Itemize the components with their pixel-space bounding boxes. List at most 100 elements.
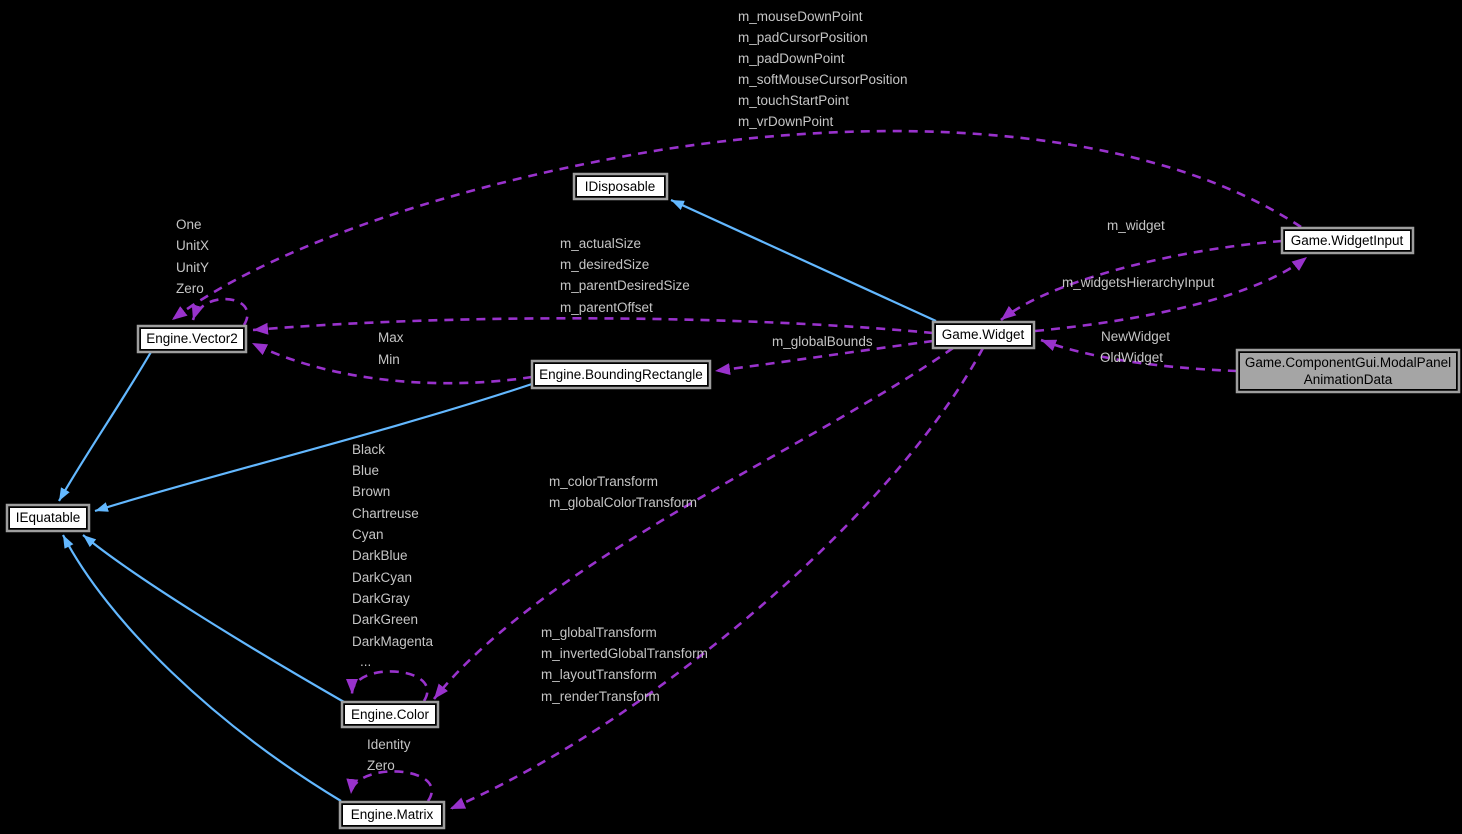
edge-label: m_parentOffset [560, 300, 653, 315]
edge-label: m_mouseDownPoint [738, 9, 863, 24]
node-body [344, 704, 436, 725]
node-engine-boundingrectangle[interactable]: Engine.BoundingRectangle [530, 359, 712, 390]
edge-widgetinput-to-widget [1000, 239, 1283, 322]
node-frame [530, 359, 712, 390]
edge-label: DarkMagenta [352, 634, 434, 649]
node-frame [1280, 226, 1415, 255]
edge-label: m_vrDownPoint [738, 114, 834, 129]
node-frame [931, 320, 1036, 350]
edge-label: m_globalColorTransform [549, 495, 697, 510]
edge-label: m_touchStartPoint [738, 93, 849, 108]
edge-label: m_softMouseCursorPosition [738, 72, 908, 87]
node-label: Game.WidgetInput [1291, 233, 1404, 248]
edge-label: Zero [176, 281, 204, 296]
edge-label: Black [352, 442, 385, 457]
edge-color-to-iequatable [82, 534, 345, 703]
edge-widget-to-vector2 [252, 317, 934, 335]
edge-widget-to-boundingrectangle [714, 339, 934, 376]
edge-label-m-widget: m_widget [1107, 218, 1165, 233]
edge-widget-to-color [432, 346, 954, 700]
node-body [342, 804, 442, 826]
edge-labels-vector2-self: One UnitX UnitY Zero [176, 217, 209, 296]
edge-label: UnitX [176, 238, 209, 253]
edge-label: Brown [352, 484, 390, 499]
edge-labels-widget-to-vector2: m_actualSize m_desiredSize m_parentDesir… [560, 236, 690, 315]
node-label-line2: AnimationData [1304, 372, 1393, 387]
edge-label: m_invertedGlobalTransform [541, 646, 708, 661]
edge-label: DarkBlue [352, 548, 408, 563]
node-engine-matrix[interactable]: Engine.Matrix [338, 800, 446, 830]
edge-label: DarkGray [352, 591, 410, 606]
node-body [9, 507, 87, 529]
node-body [935, 324, 1032, 346]
edge-label: m_parentDesiredSize [560, 278, 690, 293]
node-game-widget[interactable]: Game.Widget [931, 320, 1036, 350]
edge-label: Cyan [352, 527, 384, 542]
node-frame [572, 172, 669, 201]
edge-label: NewWidget [1101, 329, 1170, 344]
edge-label: m_actualSize [560, 236, 641, 251]
edge-label: m_layoutTransform [541, 667, 657, 682]
node-frame [5, 503, 91, 533]
node-engine-vector2[interactable]: Engine.Vector2 [136, 324, 248, 354]
edge-boundingrectangle-to-iequatable [94, 382, 533, 513]
node-body [1284, 230, 1411, 251]
edge-labels-modalpanel-to-widget: NewWidget OldWidget [1100, 329, 1170, 365]
node-body [576, 176, 665, 197]
node-body [140, 328, 244, 350]
node-label: IEquatable [16, 510, 81, 525]
edge-label: DarkGreen [352, 612, 418, 627]
node-frame [1235, 348, 1461, 394]
edge-label: m_padDownPoint [738, 51, 845, 66]
edge-labels-boundingrectangle-to-vector2: Max Min [378, 330, 404, 367]
node-modalpanel-animationdata: Game.ComponentGui.ModalPanel AnimationDa… [1235, 348, 1461, 394]
edge-labels-color-self: Black Blue Brown Chartreuse Cyan DarkBlu… [352, 442, 434, 669]
edge-boundingrectangle-to-vector2 [251, 341, 533, 385]
node-iequatable[interactable]: IEquatable [5, 503, 91, 533]
node-frame [136, 324, 248, 354]
node-label: Engine.Color [351, 707, 430, 722]
edge-label: m_padCursorPosition [738, 30, 868, 45]
node-body [534, 363, 708, 386]
edge-label-widgets-hierarchy-input: m_widgetsHierarchyInput [1062, 275, 1215, 290]
edge-labels-widgetinput-to-vector2: m_mouseDownPoint m_padCursorPosition m_p… [738, 9, 908, 129]
edge-label-global-bounds: m_globalBounds [772, 334, 873, 349]
node-label: Engine.Matrix [351, 807, 434, 822]
edge-color-self-loop [346, 670, 429, 702]
node-label: Game.Widget [942, 327, 1025, 342]
edge-matrix-self-loop [346, 770, 433, 802]
node-body [1239, 352, 1457, 390]
node-label-line1: Game.ComponentGui.ModalPanel [1245, 355, 1451, 370]
edge-labels-matrix-self: Identity Zero [367, 737, 411, 773]
edge-label: UnitY [176, 260, 209, 275]
edge-widgetinput-to-vector2 [171, 129, 1302, 322]
node-engine-color[interactable]: Engine.Color [340, 700, 440, 729]
edge-label: Identity [367, 737, 411, 752]
node-idisposable[interactable]: IDisposable [572, 172, 669, 201]
edge-widget-to-matrix [449, 347, 985, 811]
node-game-widgetinput[interactable]: Game.WidgetInput [1280, 226, 1415, 255]
edge-label: Zero [367, 758, 395, 773]
edge-label-ellipsis: ... [360, 654, 371, 669]
edge-modalpanel-to-widget [1040, 338, 1238, 373]
edge-label: Blue [352, 463, 379, 478]
edge-label: m_desiredSize [560, 257, 649, 272]
edge-label: OldWidget [1100, 350, 1163, 365]
node-frame [340, 700, 440, 729]
edge-label: Min [378, 352, 400, 367]
edge-label: DarkCyan [352, 570, 412, 585]
node-label: Engine.Vector2 [146, 331, 238, 346]
edge-label: m_colorTransform [549, 474, 658, 489]
edge-widget-to-widgetinput [1034, 255, 1308, 333]
edge-labels-widget-to-color: m_colorTransform m_globalColorTransform [549, 474, 697, 510]
edge-vector2-to-iequatable [58, 351, 152, 502]
node-label: IDisposable [585, 179, 656, 194]
edge-label: m_globalTransform [541, 625, 657, 640]
edge-widget-to-idisposable [670, 198, 937, 323]
edge-label: Max [378, 330, 404, 345]
edge-label: One [176, 217, 202, 232]
edge-label: Chartreuse [352, 506, 419, 521]
node-frame [338, 800, 446, 830]
